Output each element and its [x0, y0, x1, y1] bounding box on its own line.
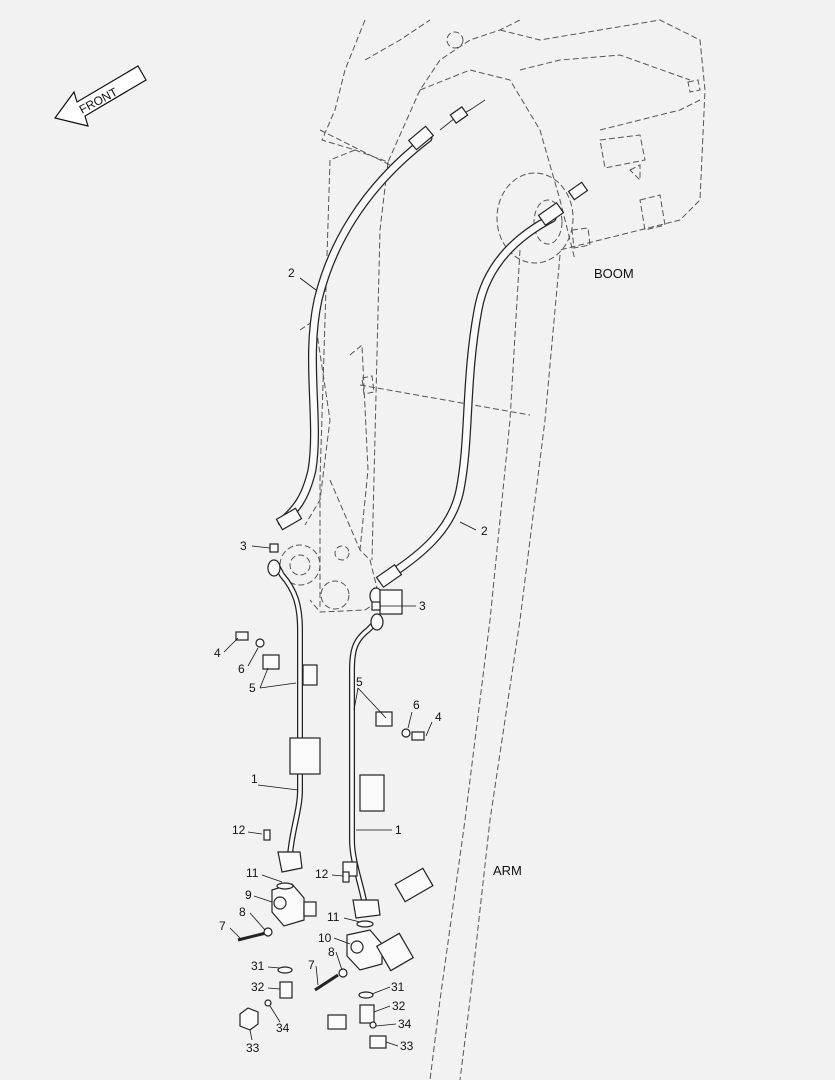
callout-4-left: 4 [214, 646, 221, 660]
boom-label: BOOM [594, 266, 634, 281]
callout-7-right: 7 [308, 958, 315, 972]
callout-6-left: 6 [238, 662, 245, 676]
callout-31-right: 31 [391, 980, 405, 994]
leader-lines [223, 277, 477, 1047]
callout-8-right: 8 [328, 945, 335, 959]
small-parts [235, 543, 434, 1049]
callout-34-right: 34 [398, 1017, 412, 1031]
callout-11-right: 11 [327, 910, 340, 924]
callout-8-left: 8 [239, 905, 246, 919]
hose-2-right [375, 181, 589, 589]
callout-31-left: 31 [251, 959, 265, 973]
callout-3-right: 3 [419, 599, 426, 613]
callout-34-left: 34 [276, 1021, 290, 1035]
pipe-1-left [262, 559, 321, 873]
boom-structure [319, 19, 706, 610]
callout-5-left: 5 [249, 681, 256, 695]
callout-9: 9 [245, 888, 252, 902]
callout-7-left: 7 [219, 919, 226, 933]
callout-12-left: 12 [232, 823, 246, 837]
callout-2-left: 2 [288, 266, 295, 280]
callout-3-left: 3 [240, 539, 247, 553]
valve-block-10 [346, 929, 415, 972]
valve-block-9 [271, 883, 317, 927]
pipe-1-right [342, 587, 403, 919]
callout-33-left: 33 [246, 1041, 260, 1055]
callout-4-right: 4 [435, 710, 442, 724]
callout-12-right: 12 [315, 867, 329, 881]
callout-10: 10 [318, 931, 332, 945]
front-direction-arrow: FRONT [53, 65, 147, 127]
callout-numbers: 2 2 3 3 4 4 5 5 6 6 1 1 12 12 11 11 9 10… [214, 266, 488, 1055]
hose-2-left [275, 99, 486, 531]
callout-1-left: 1 [251, 772, 258, 786]
arm-label: ARM [493, 863, 522, 878]
callout-5-right: 5 [356, 675, 363, 689]
callout-11-left: 11 [246, 866, 259, 880]
callout-1-right: 1 [395, 823, 402, 837]
callout-32-left: 32 [251, 980, 265, 994]
callout-33-right: 33 [400, 1039, 414, 1053]
callout-32-right: 32 [392, 999, 406, 1013]
callout-6-right: 6 [413, 698, 420, 712]
callout-2-right: 2 [481, 524, 488, 538]
